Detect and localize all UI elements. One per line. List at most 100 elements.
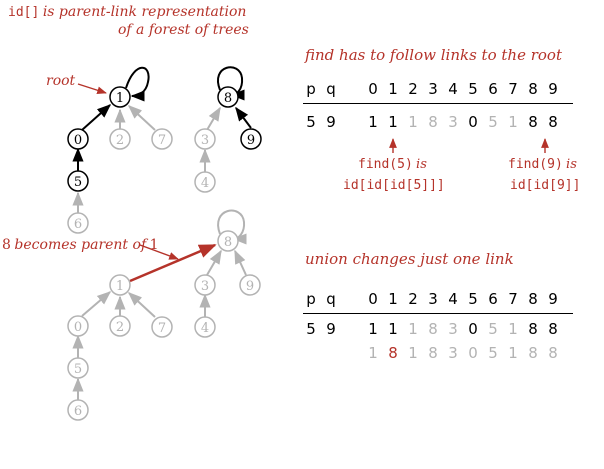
bottom-node-7-label: 7 [158,321,166,336]
node-3-label: 3 [201,133,209,148]
union-table-row1: 5 9 1 1 1 8 3 0 5 1 8 8 [303,320,583,340]
union-annotation: 8 becomes parent of 1 [2,237,159,254]
node-8-label: 8 [224,91,232,106]
root-label: root [46,73,76,89]
bottom-node-8-label: 8 [224,235,232,250]
row-val-3: 8 [428,113,438,131]
row-val-7: 1 [508,320,518,338]
bottom-node-4: 4 [194,316,216,338]
union-annotation-arrow [139,244,179,260]
row-val-5: 0 [468,113,478,131]
row-val-3: 8 [428,320,438,338]
union-table-row2: 1 8 1 8 3 0 5 1 8 8 [303,344,583,364]
node-3: 3 [194,128,216,150]
header-idx-2: 2 [408,80,418,98]
bottom-node-1: 1 [109,274,131,296]
bottom-node-5: 5 [67,357,89,379]
row2-val-5: 0 [468,344,478,362]
bottom-node-1-label: 1 [116,279,124,294]
find9-caption-line1: find(9) is [508,156,577,172]
header-idx-9: 9 [548,290,558,308]
node-4-label: 4 [201,176,209,191]
row-val-1: 1 [388,113,398,131]
bottom-node-5-label: 5 [74,362,82,377]
find9-is: is [566,157,577,172]
node-0: 0 [67,128,89,150]
find5-code: find(5) [358,157,413,172]
node-1-label: 1 [116,91,124,106]
find5-is: is [416,157,427,172]
row-val-4: 3 [448,320,458,338]
caption-code-id: id[] [8,5,40,20]
header-idx-0: 0 [368,80,378,98]
find9-caption-line2: id[id[9]] [510,178,581,193]
row-val-8: 8 [528,113,538,131]
row-val-2: 1 [408,113,418,131]
header-idx-6: 6 [488,290,498,308]
caption-text: is parent-link representation [42,4,247,20]
bottom-node-0-label: 0 [74,320,82,335]
edge-8-self-bottom [217,209,247,245]
bottom-node-6: 6 [67,399,89,421]
bottom-node-9: 9 [239,274,261,296]
row-val-8: 8 [528,320,538,338]
edge-7-to-1 [127,105,156,131]
row-val-0: 1 [368,113,378,131]
header-idx-4: 4 [448,290,458,308]
header-idx-7: 7 [508,80,518,98]
node-2-label: 2 [116,133,124,148]
row2-val-1-changed: 8 [388,344,398,362]
find5-caption-line1: find(5) is [358,156,427,172]
row-q: 9 [326,113,336,131]
node-9-label: 9 [247,133,255,148]
edge-0-to-1 [81,104,112,131]
header-idx-3: 3 [428,80,438,98]
bottom-node-9-label: 9 [246,279,254,294]
row2-val-6: 5 [488,344,498,362]
row-val-2: 1 [408,320,418,338]
find5-caption-line2: id[id[id[5]]] [343,178,445,193]
bottom-node-3: 3 [194,274,216,296]
row2-val-3: 8 [428,344,438,362]
find-table-header: p q 0 1 2 3 4 5 6 7 8 9 [303,80,583,100]
bottom-node-7: 7 [151,316,173,338]
header-idx-5: 5 [468,290,478,308]
bottom-node-3-label: 3 [201,279,209,294]
row2-val-4: 3 [448,344,458,362]
node-4: 4 [194,171,216,193]
header-idx-8: 8 [528,80,538,98]
node-9: 9 [240,128,262,150]
header-q: q [326,290,336,308]
node-6: 6 [67,212,89,234]
caption-id-representation-line1: id[] is parent-link representation [8,4,246,21]
root-pointer-arrow [77,83,107,95]
bottom-node-6-label: 6 [74,404,82,419]
union-title: union changes just one link [305,250,514,268]
union-table-header: p q 0 1 2 3 4 5 6 7 8 9 [303,290,583,310]
bottom-node-4-label: 4 [201,321,209,336]
row-q: 9 [326,320,336,338]
header-idx-1: 1 [388,290,398,308]
union-annotation-text: becomes parent of [14,237,147,253]
bottom-node-2-label: 2 [116,320,124,335]
header-idx-3: 3 [428,290,438,308]
node-1: 1 [109,86,131,108]
row-val-6: 5 [488,113,498,131]
node-5-label: 5 [74,175,82,190]
header-p: p [306,290,316,308]
edge-7-to-1-bottom [127,292,156,318]
node-7-label: 7 [158,133,166,148]
row-val-7: 1 [508,113,518,131]
node-7: 7 [151,128,173,150]
header-idx-9: 9 [548,80,558,98]
bottom-tree-edges [72,209,247,400]
find9-code: find(9) [508,157,563,172]
find-table-rule [303,103,573,104]
node-2: 2 [109,128,131,150]
header-idx-0: 0 [368,290,378,308]
union-annotation-num1: 1 [149,237,159,253]
header-idx-8: 8 [528,290,538,308]
node-0-label: 0 [74,133,82,148]
